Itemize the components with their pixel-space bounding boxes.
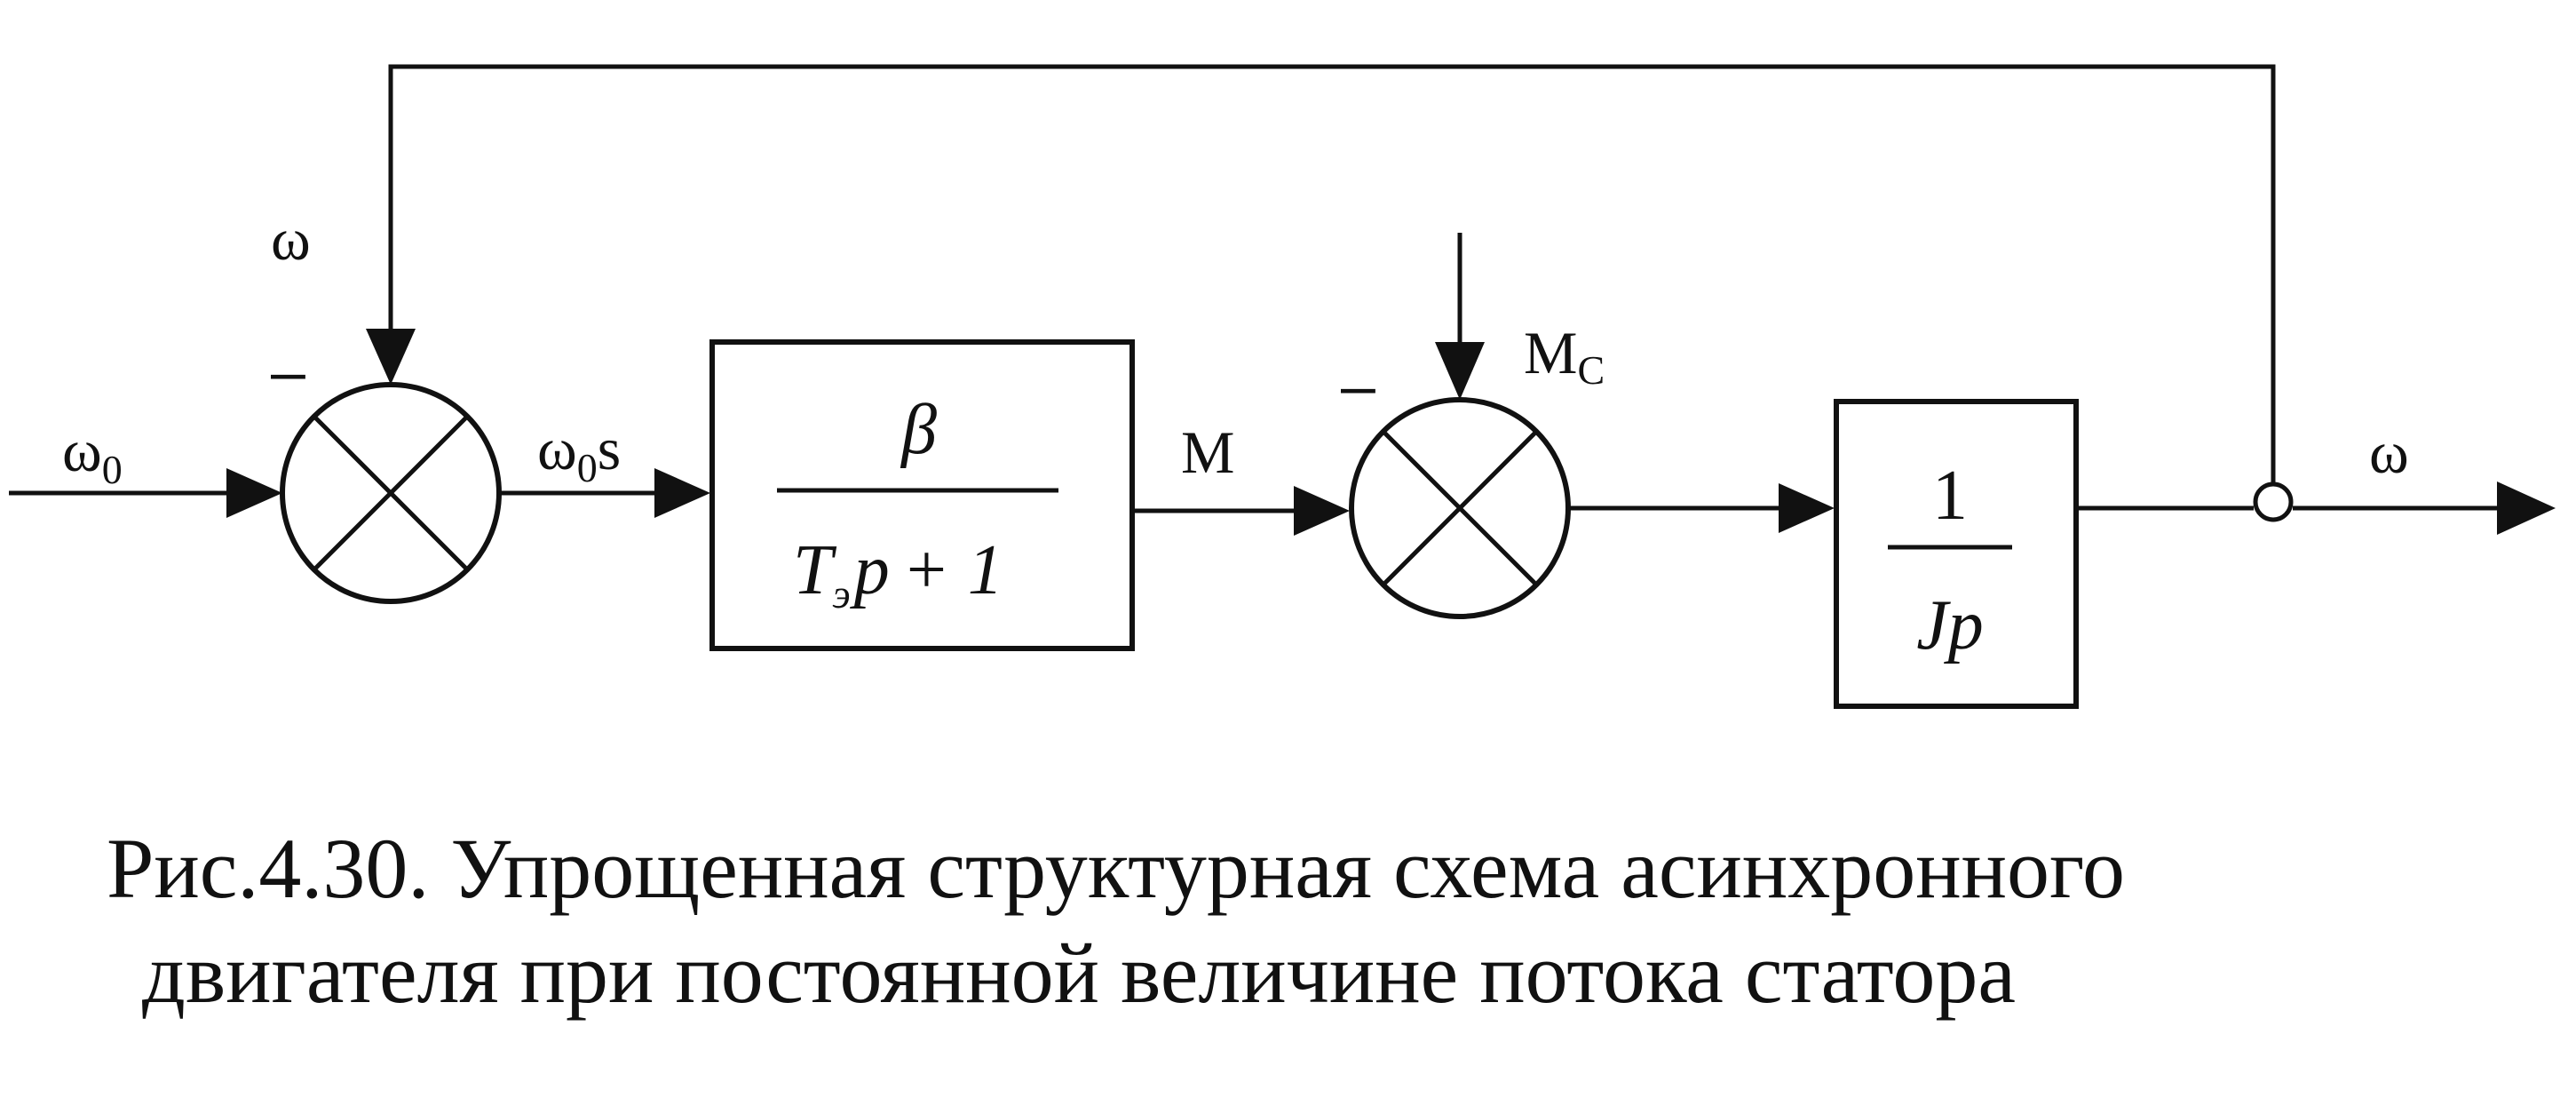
torque-signal-line [1132, 486, 1350, 536]
load-torque-line [1435, 233, 1485, 400]
error-omega0s-label: ω0s [537, 415, 621, 490]
block1-denominator: Tэp+ 1 [793, 531, 1003, 617]
pickoff-point [2253, 481, 2294, 522]
feedback-loop-line [366, 64, 2276, 493]
input-signal-line [9, 468, 282, 518]
transfer-block-2 [1834, 399, 2079, 709]
output-omega-label: ω [2369, 418, 2409, 486]
block2-denominator: Jp [1916, 586, 1984, 664]
summing-junction-2 [1349, 397, 1571, 619]
block2-numerator: 1 [1932, 457, 1968, 535]
torque-M-label: M [1181, 418, 1234, 486]
transfer-block-1 [709, 339, 1135, 651]
block1-numerator: β [900, 391, 937, 469]
summing-junction-1 [280, 382, 502, 604]
output-signal-line [2076, 481, 2556, 535]
sum1-minus-sign: – [271, 337, 305, 406]
input-omega0-label: ω0 [62, 417, 123, 492]
net-torque-line [1568, 483, 1835, 533]
figure-caption-line1: Рис.4.30. Упрощенная структурная схема а… [107, 821, 2125, 916]
load-torque-Mc-label: MC [1524, 319, 1605, 393]
figure-caption-line2: двигателя при постоянной величине потока… [142, 926, 2016, 1021]
feedback-omega-label: ω [271, 205, 311, 273]
error-signal-line [499, 468, 710, 518]
sum2-minus-sign: – [1341, 351, 1375, 420]
